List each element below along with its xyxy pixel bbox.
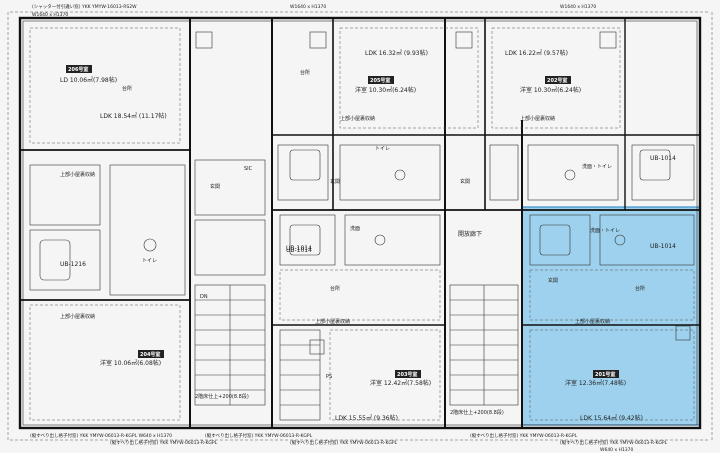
unit-202-ldk: LDK 16.22㎡ (9.57帖) [505,49,568,57]
room-outline [491,27,621,129]
window-label: (縦すべり出し格子付窓) YKK YMYW-06013-R-KGPL [290,439,398,446]
unit-205-kitchen: 台所 [300,69,310,76]
common-corridor: 開放廊下 [458,230,482,238]
unit-206-ub: UB-1216 [60,261,86,268]
unit-205-ub: UB-1014 [286,245,312,252]
highlighted-unit-201[interactable] [521,206,701,426]
outer-wall-inner [22,20,698,426]
room-outline [529,269,695,321]
unit-206-kitchen: 台所 [122,85,132,92]
room-outline [529,214,591,266]
unit-206-ld: LD 10.06㎡(7.98帖) [60,76,117,84]
room-outline [29,164,101,226]
stair-dn-label: DN [200,294,208,300]
unit-205-toilet: トイレ [375,146,390,152]
room-outline [194,159,266,216]
unit-205-badge: 205号室 [370,77,390,84]
window-label: (縦すべり出し格子付窓) YKK YMYW-06013-R-KGPL [110,439,218,446]
window-size-label: W1640 x H1370 [32,12,68,18]
unit-203-attic: 上部小屋裏収納 [315,318,350,325]
unit-205-wash: 洗面 [350,225,360,232]
room-outline [489,144,519,201]
fixtures [39,31,691,355]
room-outline [194,219,266,276]
unit-203-room: 洋室 12.42㎡(7.58帖) [370,379,431,387]
unit-202-wash: 洗面・トイレ [582,163,612,170]
unit-203-ldk: LDK 15.55㎡ (9.36帖) [335,414,398,422]
room-outline [279,269,441,321]
unit-204-attic: 上部小屋裏収納 [60,313,95,320]
unit-201-ub: UB-1014 [650,243,676,250]
room-outline [527,144,619,201]
unit-202-ub: UB-1014 [650,155,676,162]
unit-204-ub: UB-1014 [286,247,312,254]
window-size-label: W640 x H1370 [600,447,634,453]
unit-205-entrance: 玄関 [330,178,340,185]
unit-205-room: 洋室 10.30㎡(6.24帖) [355,86,416,94]
unit-202-attic: 上部小屋裏収納 [520,115,555,122]
unit-204-room: 洋室 10.06㎡(6.08帖) [100,359,161,367]
unit-badge [593,370,619,378]
unit-203-kitchen: 台所 [330,285,340,292]
dimension-lines [7,11,713,441]
unit-201-kitchen: 台所 [635,285,645,292]
unit-201-entrance: 玄関 [548,277,558,284]
unit-202-badge: 202号室 [547,77,567,84]
outer-wall [18,16,702,430]
unit-203-badge: 203号室 [397,371,417,378]
unit-201-ldk: LDK 15.64㎡ (9.42帖) [580,414,643,422]
room-outline [109,164,186,296]
room-outline [339,144,441,201]
window-label: (シャッター付引違い窓) YKK YMYW-16013-RS2W [32,3,137,10]
window-label: (縦すべり出し格子付窓) YKK YMYW-06013-R-KGPL W640 … [30,432,172,439]
window-label: (縦すべり出し格子付窓) YKK YMYW-06013-R-KGPL [560,439,668,446]
unit-201-wash: 洗面・トイレ [590,227,620,234]
bath-outline [29,229,101,291]
unit-206-ldk: LDK 18.54㎡ (11.17帖) [100,112,167,120]
unit-badge [138,350,164,358]
room-outline [339,27,479,129]
unit-201-room: 洋室 12.36㎡(7.48帖) [565,379,626,387]
unit-201-attic: 上部小屋裏収納 [575,318,610,325]
stair-mid [279,329,321,421]
room-outline [279,214,336,266]
unit-204-badge: 204号室 [140,351,160,358]
room-outline [29,27,181,144]
room-outline [277,144,329,201]
unit-206-attic: 上部小屋裏収納 [60,171,95,178]
ps-label: PS [326,374,332,380]
unit-205-attic: 上部小屋裏収納 [340,115,375,122]
unit-badge [368,76,394,84]
unit-206-badge: 206号室 [68,66,88,73]
window-size-label: W1640 x H1370 [560,4,596,10]
room-outline [344,214,441,266]
window-label: (縦すべり出し格子付窓) YKK YMYW-06013-R-KGPL [205,432,313,439]
stair-center [449,284,519,406]
unit-204-stair: 2階床仕上+200(8.8段) [195,393,249,400]
unit-206-sic: SIC [244,166,253,172]
window-size-label: W1640 x H1370 [290,4,326,10]
unit-201-badge: 201号室 [595,371,615,378]
unit-203-stair: 2階床仕上+200(8.8段) [450,409,504,416]
unit-202-room: 洋室 10.30㎡(6.24帖) [520,86,581,94]
unit-206-toilet: トイレ [142,258,157,264]
room-outline [29,304,181,421]
unit-206-entrance: 玄関 [210,183,220,190]
unit-badge [395,370,421,378]
window-label: (縦すべり出し格子付窓) YKK YMYW-06013-R-KGPL [470,432,578,439]
room-outline [599,214,695,266]
unit-badge [545,76,571,84]
room-outline [529,329,695,421]
stair-left [194,284,266,406]
unit-badge [66,65,92,73]
room-outline [329,329,441,421]
unit-202-entrance: 玄関 [460,178,470,185]
unit-205-ldk: LDK 16.32㎡ (9.93帖) [365,49,428,57]
room-outline [631,144,695,201]
